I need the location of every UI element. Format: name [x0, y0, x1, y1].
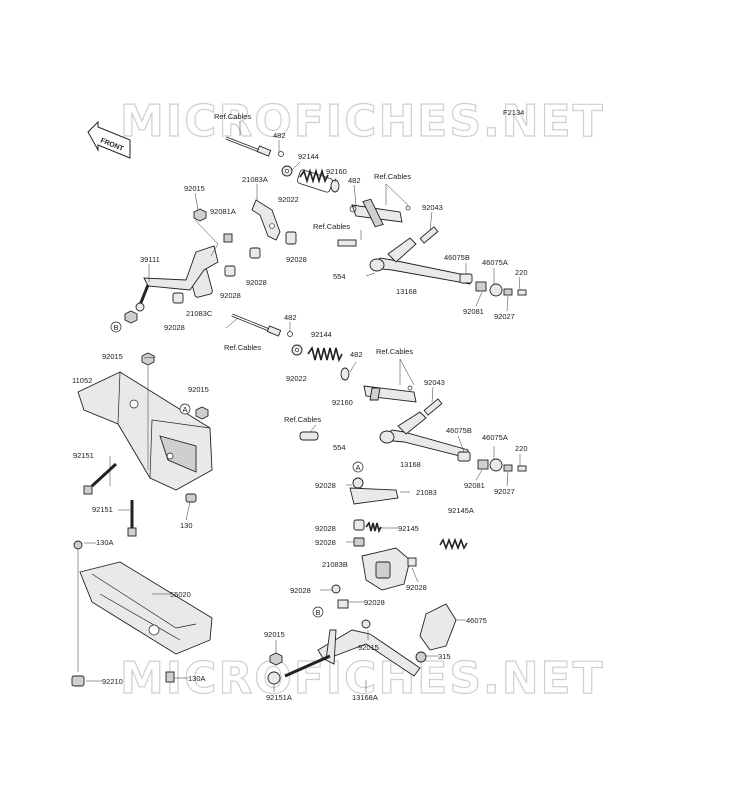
part-label: 92081A — [210, 207, 236, 216]
leader-lines — [84, 121, 521, 692]
part-label: 482 — [273, 131, 286, 140]
svg-text:B: B — [316, 608, 321, 617]
ref-cables-label: Ref.Cables — [214, 112, 251, 121]
part-label: 92028 — [246, 278, 267, 287]
part-label: 554 — [333, 443, 346, 452]
part-label: 554 — [333, 272, 346, 281]
part-label: 92081 — [464, 481, 485, 490]
part-label: 92028 — [315, 524, 336, 533]
part-label: 92043 — [422, 203, 443, 212]
part-label: 21083 — [416, 488, 437, 497]
part-label: 21083A — [242, 175, 268, 184]
part-label: 21083B — [322, 560, 348, 569]
part-label: 46075A — [482, 433, 508, 442]
svg-text:A: A — [356, 463, 361, 472]
part-label: 92022 — [278, 195, 299, 204]
part-label: 92022 — [286, 374, 307, 383]
part-label: 92145 — [398, 524, 419, 533]
part-label: 130A — [96, 538, 114, 547]
part-label: 315 — [438, 652, 451, 661]
svg-text:A: A — [183, 405, 188, 414]
ref-cables-label: Ref.Cables — [374, 172, 411, 181]
part-label: 92144 — [298, 152, 319, 161]
part-label: 220 — [515, 444, 528, 453]
part-label: 92028 — [220, 291, 241, 300]
callout-a-1: A — [179, 403, 191, 415]
part-label: 130 — [180, 521, 193, 530]
part-label: 46075B — [446, 426, 472, 435]
part-label: 13168 — [400, 460, 421, 469]
part-label: 92151A — [266, 693, 292, 702]
part-label: 92015 — [184, 184, 205, 193]
part-label: 130A — [188, 674, 206, 683]
part-label: 92028 — [286, 255, 307, 264]
part-label: 482 — [284, 313, 297, 322]
part-labels: Ref.Cables 482 92144 92160 482 Ref.Cable… — [72, 112, 528, 702]
part-label: 55020 — [170, 590, 191, 599]
ref-cables-label: Ref.Cables — [224, 343, 261, 352]
part-label: 92028 — [315, 538, 336, 547]
part-label: 92151 — [92, 505, 113, 514]
part-label: 92028 — [164, 323, 185, 332]
part-label: 92015 — [188, 385, 209, 394]
part-label: 11052 — [72, 376, 92, 385]
part-label: 13168A — [352, 693, 378, 702]
part-label: 92210 — [102, 677, 123, 686]
diagram-code: F2134 — [503, 108, 524, 117]
part-label: 92145A — [448, 506, 474, 515]
part-label: 92015 — [358, 643, 379, 652]
callout-b-1: B — [110, 321, 122, 333]
part-label: 92028 — [364, 598, 385, 607]
callout-b-2: B — [312, 606, 324, 618]
part-label: 92028 — [290, 586, 311, 595]
part-label: 92015 — [102, 352, 123, 361]
part-label: 13168 — [396, 287, 417, 296]
callout-a-2: A — [352, 461, 364, 473]
part-label: 92151 — [73, 451, 94, 460]
ref-cables-label: Ref.Cables — [376, 347, 413, 356]
part-label: 92160 — [332, 398, 353, 407]
lower-shift-assembly — [231, 313, 527, 685]
part-label: 482 — [350, 350, 363, 359]
part-label: 92160 — [326, 167, 347, 176]
watermark-bottom: MICROFICHES.NET — [120, 653, 605, 704]
skid-plate — [71, 540, 213, 687]
frame-bracket — [77, 352, 213, 537]
part-label: 21083C — [186, 309, 213, 318]
part-label: 92015 — [264, 630, 285, 639]
part-label: 92043 — [424, 378, 445, 387]
part-label: 92144 — [311, 330, 332, 339]
part-label: 92028 — [406, 583, 427, 592]
part-label: 46075B — [444, 253, 470, 262]
part-label: 92027 — [494, 487, 515, 496]
part-label: 220 — [515, 268, 528, 277]
part-label: 92081 — [463, 307, 484, 316]
watermark-top: MICROFICHES.NET — [120, 96, 605, 147]
part-label: 92028 — [315, 481, 336, 490]
upper-shift-assembly — [124, 136, 527, 324]
part-label: 46075 — [466, 616, 487, 625]
part-label: 39111 — [140, 255, 160, 264]
ref-cables-label: Ref.Cables — [313, 222, 350, 231]
svg-text:B: B — [114, 323, 119, 332]
ref-cables-label: Ref.Cables — [284, 415, 321, 424]
part-label: 482 — [348, 176, 361, 185]
part-label: 92027 — [494, 312, 515, 321]
part-label: 46075A — [482, 258, 508, 267]
